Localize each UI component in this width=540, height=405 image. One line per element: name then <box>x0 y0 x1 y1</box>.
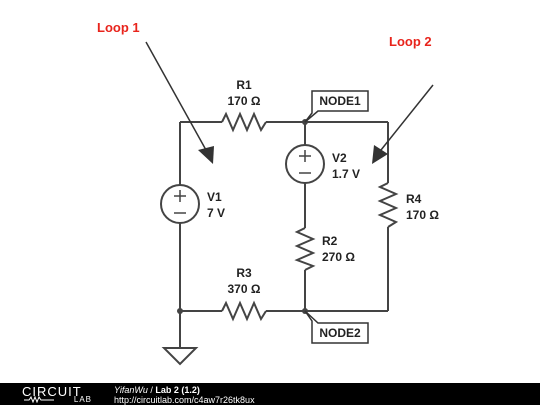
resistor-r1 <box>221 111 267 133</box>
circuit-title[interactable]: Lab 2 (1.2) <box>155 385 200 395</box>
resistor-r2 <box>294 227 316 271</box>
r3-value: 370 Ω <box>228 282 261 296</box>
loop2-arrow-icon <box>372 84 434 164</box>
r2-name: R2 <box>322 234 338 248</box>
logo-wordmark-bottom: LAB <box>73 395 92 404</box>
r1-value: 170 Ω <box>228 94 261 108</box>
circuit-schematic: NODE1 NODE2 R1 170 Ω R3 370 Ω R2 270 Ω R… <box>97 20 439 366</box>
junction-ground <box>177 308 183 314</box>
v2-value: 1.7 V <box>332 167 360 181</box>
node1-label-box: NODE1 <box>304 90 369 123</box>
resistor-r3 <box>221 300 267 322</box>
logo-resistor-icon <box>24 396 54 403</box>
loop1-arrow-icon <box>145 41 214 164</box>
voltage-source-v2 <box>285 144 325 184</box>
v1-name: V1 <box>207 190 222 204</box>
meta-line-1: YifanWu / Lab 2 (1.2) <box>114 385 255 395</box>
node1-label: NODE1 <box>319 94 361 108</box>
node2-label: NODE2 <box>319 326 361 340</box>
wires <box>179 121 389 348</box>
r4-value: 170 Ω <box>406 208 439 222</box>
author-name[interactable]: YifanWu <box>114 385 148 395</box>
meta-separator: / <box>150 385 153 395</box>
resistor-r4 <box>377 182 399 228</box>
footer-bar: CIRCUIT LAB YifanWu / Lab 2 (1.2) http:/… <box>0 383 540 405</box>
r4-name: R4 <box>406 192 422 206</box>
voltage-source-v1 <box>160 184 200 224</box>
v1-value: 7 V <box>207 206 225 220</box>
loop2-label: Loop 2 <box>389 34 432 49</box>
r3-name: R3 <box>236 266 252 280</box>
v2-name: V2 <box>332 151 347 165</box>
r1-name: R1 <box>236 78 252 92</box>
circuit-url[interactable]: http://circuitlab.com/c4aw7r26tk8ux <box>114 395 255 405</box>
logo-wordmark-top: CIRCUIT <box>22 384 82 399</box>
ground-icon <box>161 347 199 366</box>
circuitlab-logo: CIRCUIT LAB <box>22 383 92 405</box>
node2-label-box: NODE2 <box>304 310 369 344</box>
r2-value: 270 Ω <box>322 250 355 264</box>
loop1-label: Loop 1 <box>97 20 140 35</box>
circuit-meta: YifanWu / Lab 2 (1.2) http://circuitlab.… <box>114 385 255 405</box>
